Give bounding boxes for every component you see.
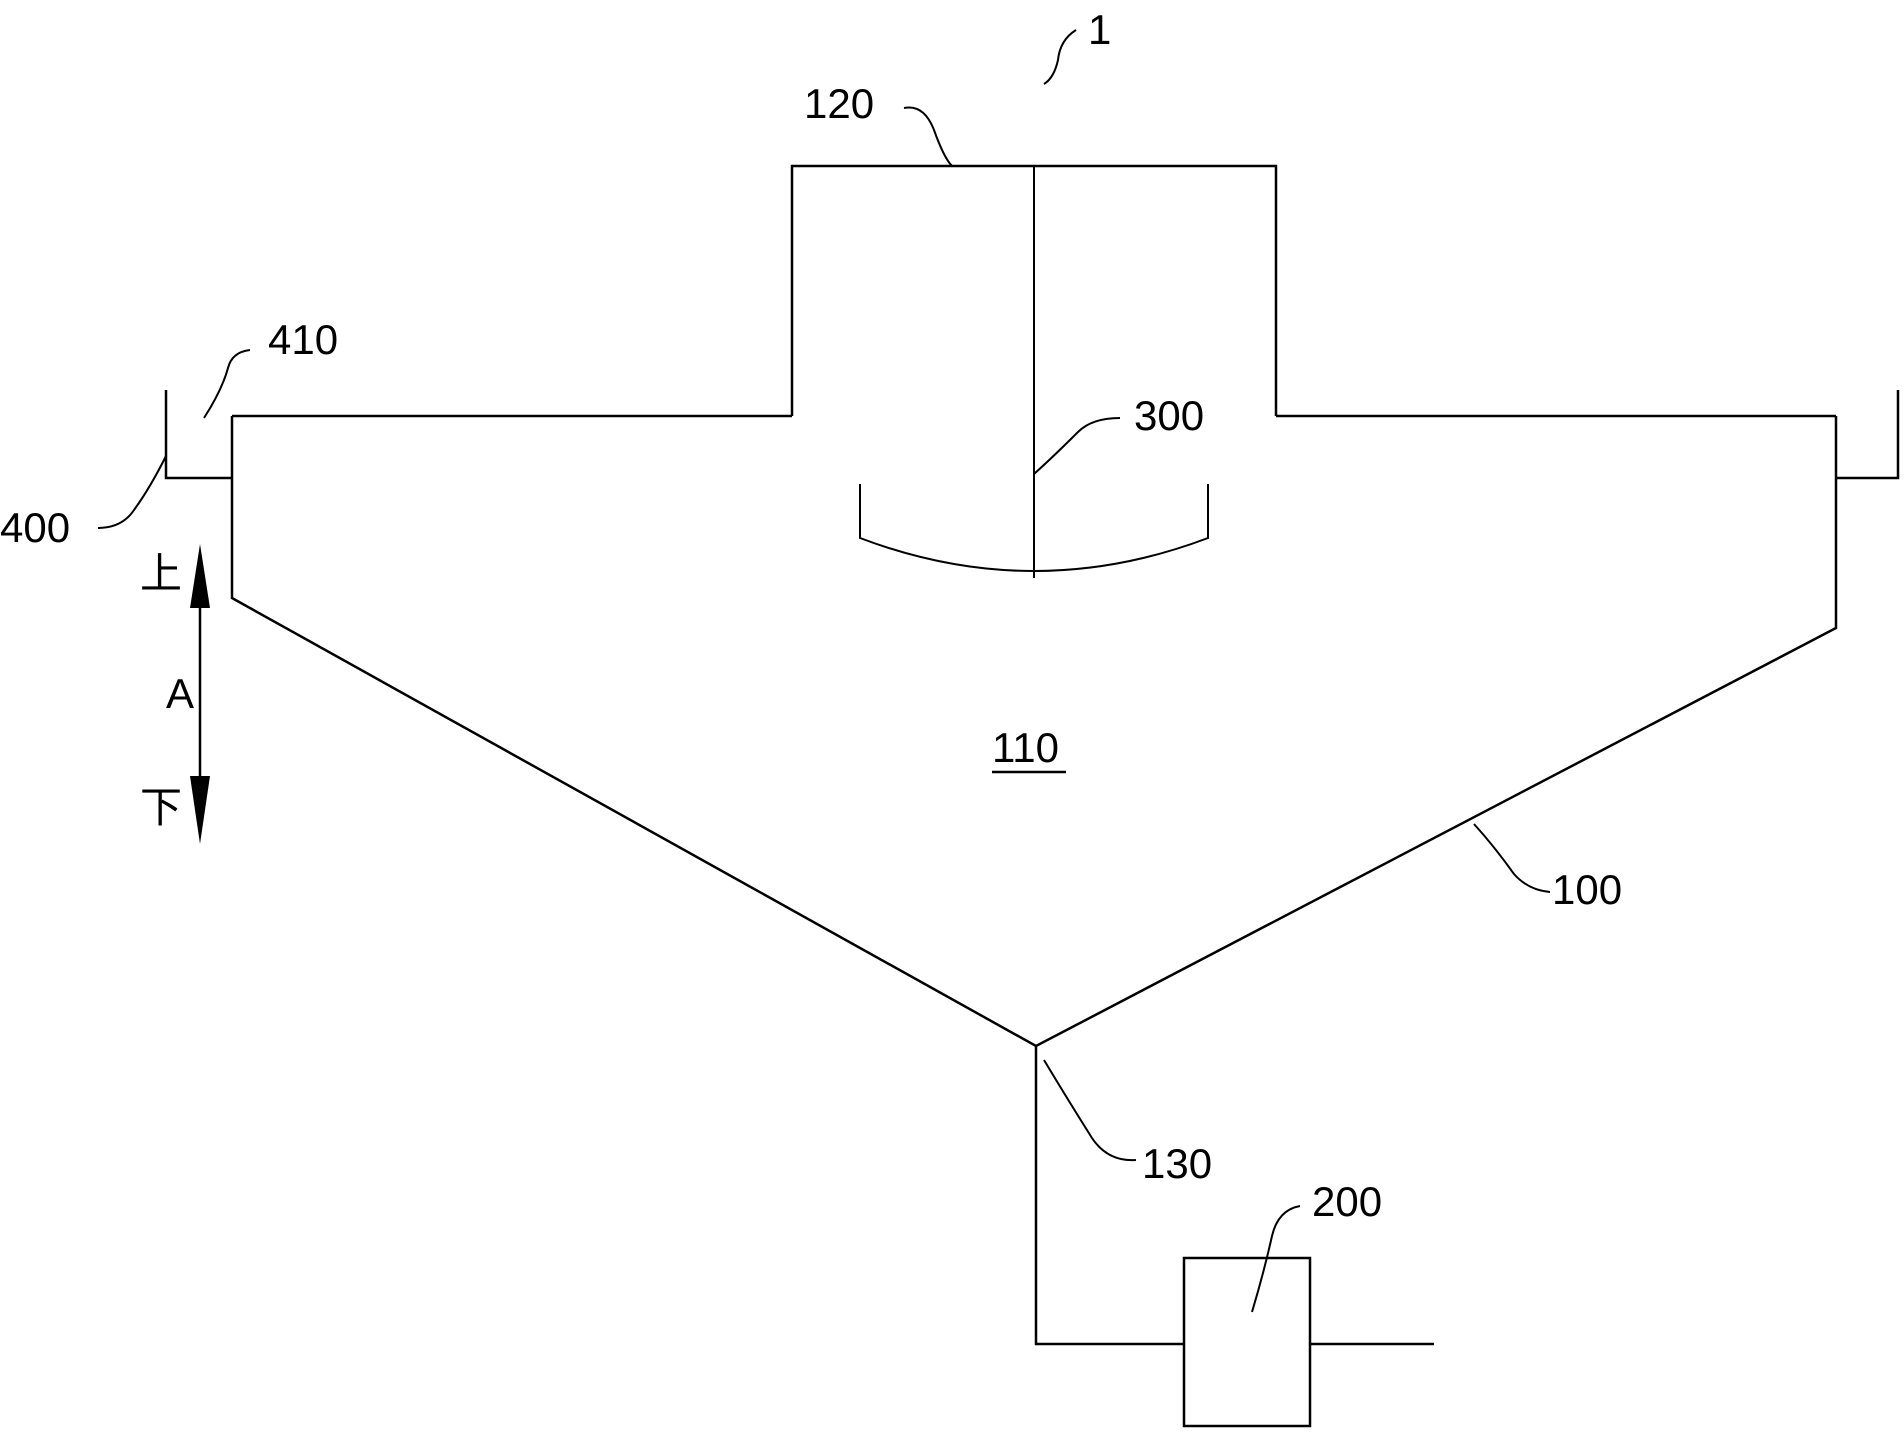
label-stirrer: 300 bbox=[1134, 392, 1204, 439]
label-trough: 400 bbox=[0, 504, 70, 551]
direction-arrow-down-head bbox=[190, 776, 210, 844]
right-trough bbox=[1836, 390, 1900, 480]
label-figure: 1 bbox=[1088, 6, 1111, 53]
label-outlet: 130 bbox=[1142, 1140, 1212, 1187]
leader-line-120 bbox=[903, 106, 953, 167]
leader-line-100 bbox=[1473, 823, 1551, 893]
label-trough-inner: 410 bbox=[268, 316, 338, 363]
left-trough bbox=[164, 390, 232, 480]
leader-line-130 bbox=[1043, 1059, 1137, 1162]
leader-line-1 bbox=[1043, 29, 1077, 85]
leader-line-200 bbox=[1251, 1205, 1301, 1313]
label-direction-axis: A bbox=[166, 670, 194, 717]
outlet-pipe bbox=[1034, 1046, 1184, 1346]
label-chamber: 110 bbox=[992, 724, 1059, 771]
stirrer-bowl bbox=[859, 484, 1209, 572]
leader-line-400 bbox=[97, 455, 167, 529]
label-direction-up: 上 bbox=[140, 550, 182, 597]
label-top-box: 120 bbox=[804, 80, 874, 127]
label-direction-down: 下 bbox=[140, 784, 182, 831]
leader-line-410 bbox=[203, 349, 251, 419]
direction-arrow-up-head bbox=[190, 544, 210, 608]
leader-line-300 bbox=[1033, 417, 1121, 475]
label-device: 200 bbox=[1312, 1178, 1382, 1225]
device-box bbox=[1182, 1256, 1312, 1428]
label-container: 100 bbox=[1552, 866, 1622, 913]
